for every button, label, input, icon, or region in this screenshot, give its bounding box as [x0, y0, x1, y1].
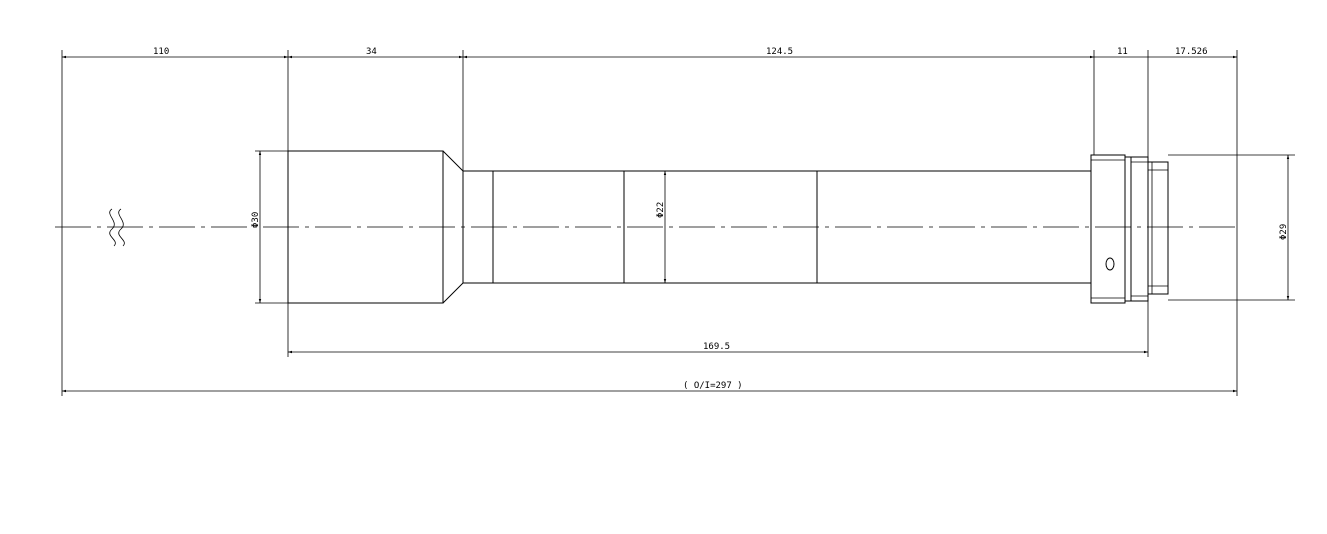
dim-169-5-label: 169.5: [703, 342, 730, 352]
lens-body: [287, 150, 1169, 304]
dimension-overall: ( O/I=297 ): [62, 381, 1237, 393]
dimension-11: 11: [1094, 47, 1148, 58]
dia-29-label: Φ29: [1279, 224, 1289, 240]
rear-mount: [1090, 154, 1126, 304]
extension-lines: [61, 50, 1295, 396]
dim-110-label: 110: [153, 47, 169, 57]
dimension-124-5: 124.5: [463, 47, 1094, 59]
dim-11-label: 11: [1117, 47, 1128, 57]
dimension-34: 34: [288, 47, 463, 59]
diameter-22: Φ22: [656, 171, 667, 283]
break-symbol: [109, 208, 125, 247]
dia-22-label: Φ22: [656, 202, 666, 218]
dim-17-526-label: 17.526: [1175, 47, 1208, 57]
dimension-169-5: 169.5: [288, 342, 1148, 354]
dimension-17-526: 17.526: [1148, 47, 1237, 59]
dim-124-5-label: 124.5: [766, 47, 793, 57]
front-barrel: [287, 150, 444, 304]
diameter-30: Φ30: [251, 151, 262, 303]
set-screw: [1105, 257, 1115, 271]
dim-overall-label: ( O/I=297 ): [683, 381, 743, 391]
dimension-110: 110: [62, 47, 288, 59]
dim-34-label: 34: [366, 47, 377, 57]
dia-30-label: Φ30: [251, 212, 261, 228]
diameter-29: Φ29: [1279, 155, 1290, 300]
